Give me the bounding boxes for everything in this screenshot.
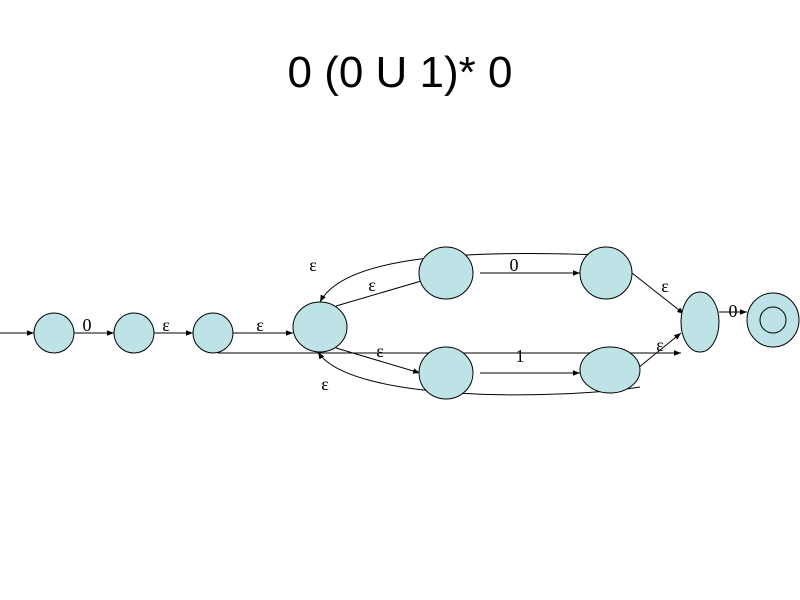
state-q1 (33, 312, 75, 354)
state-q6 (579, 246, 633, 300)
state-q7 (418, 346, 474, 400)
edge-label-q8-q9: ε (656, 335, 664, 355)
page-title: 0 (0 U 1)* 0 (287, 48, 513, 97)
edge-q4-q7 (335, 347, 421, 374)
edge-label-q4-q5: ε (368, 275, 376, 295)
state-q10 (746, 292, 800, 348)
edge-label-q8-q4: ε (321, 374, 329, 394)
state-q5 (418, 246, 474, 300)
edge-label-q6-q9: ε (661, 276, 669, 296)
edge-label-q9-q10: 0 (729, 301, 738, 321)
state-q9 (680, 291, 720, 353)
edge-label-q4-q7: ε (376, 341, 384, 361)
edge-q6-q4 (319, 252, 601, 303)
edge-label-q3-q4: ε (256, 315, 264, 335)
edge-q6-q9 (631, 272, 685, 315)
edge-q8-q9 (637, 332, 682, 369)
state-q2 (113, 312, 155, 354)
edge-label-q2-q3: ε (162, 315, 170, 335)
accepting-ring-q10 (759, 306, 787, 334)
edge-label-q1-q2: 0 (83, 315, 92, 335)
edge-q4-q5 (335, 278, 429, 307)
state-q4 (292, 301, 348, 353)
edge-label-q6-q4: ε (309, 255, 317, 275)
edge-label-q5-q6: 0 (510, 255, 519, 275)
state-q8 (579, 346, 641, 394)
edge-label-q7-q8: 1 (516, 346, 525, 366)
state-q3 (192, 312, 234, 354)
